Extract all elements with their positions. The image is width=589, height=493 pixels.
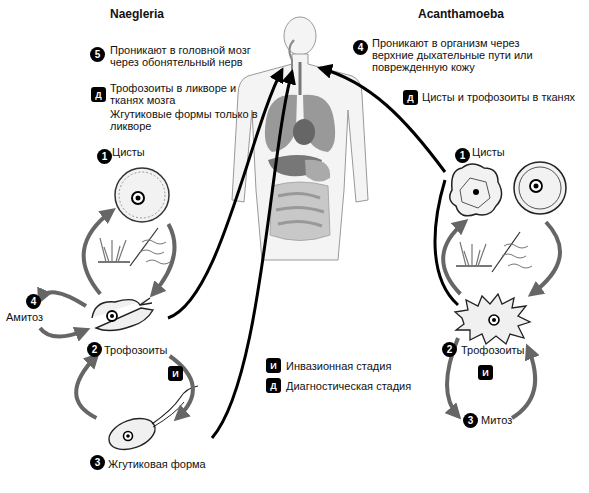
stage-caption: Трофозоиты [461,344,540,356]
stage-marker: Д [91,87,106,102]
stage-marker: И [478,365,493,380]
cycle-arrow [532,222,560,294]
organism-heading: Naegleria [110,8,164,20]
stage-marker: И [266,358,281,373]
stage-marker: Д [403,90,418,105]
organism-heading: Acanthamoeba [418,8,504,20]
callout-number: 4 [353,40,368,55]
note-text: Цисты и трофозоиты в тканях [422,91,589,103]
callout-number: 1 [455,148,470,163]
callout-number: 2 [87,342,102,357]
note-text: Диагностическая стадия [286,380,411,392]
stage-marker: Д [266,378,281,393]
cycle-arrow [512,348,535,418]
infection-arrow [168,70,282,318]
note-text: Митоз [481,414,512,426]
cycle-arrow [153,224,175,294]
cycle-arrow [84,211,112,294]
trophozoite-drawing [92,298,153,331]
flagellate-drawing [105,413,160,456]
callout-number: 4 [26,294,41,309]
environment-drawing [456,232,532,272]
stage-caption: Жгутиковая форма [108,458,214,470]
callout-number: 3 [90,455,105,470]
note-text: Трофозоиты в ликворе и тканях мозга [110,82,260,106]
cycle-arrow [443,222,464,294]
stage-group: Цисты [112,146,182,224]
callout-number: 2 [442,342,457,357]
trophozoite-drawing [455,294,530,344]
stage-marker: И [168,366,183,381]
cyst-drawing [115,168,169,222]
cycle-arrow [40,292,86,306]
cycle-arrow [40,328,86,337]
cyst-drawing [450,164,502,216]
stage-caption: Трофозоиты [104,344,172,356]
callout-number: 5 [90,47,105,62]
cycle-arrow [76,356,96,418]
note-text: Амитоз [6,311,43,323]
stage-caption: Цисты [112,146,182,158]
infection-arrow [212,72,292,438]
callout-number: 3 [463,413,478,428]
note-text: Проникают в головной мозг через обонятел… [110,44,260,68]
note-text: Жгутиковые формы только в ликворе [110,108,260,132]
note-text: Инвазионная стадия [286,360,391,372]
callout-number: 1 [97,149,112,164]
environment-drawing [98,228,170,266]
cyst-drawing [514,162,566,214]
human-figure [232,17,368,260]
note-text: Проникают в организм через верхние дыхат… [372,37,537,73]
infection-arrow [320,68,445,172]
stage-caption: Цисты [472,146,578,158]
